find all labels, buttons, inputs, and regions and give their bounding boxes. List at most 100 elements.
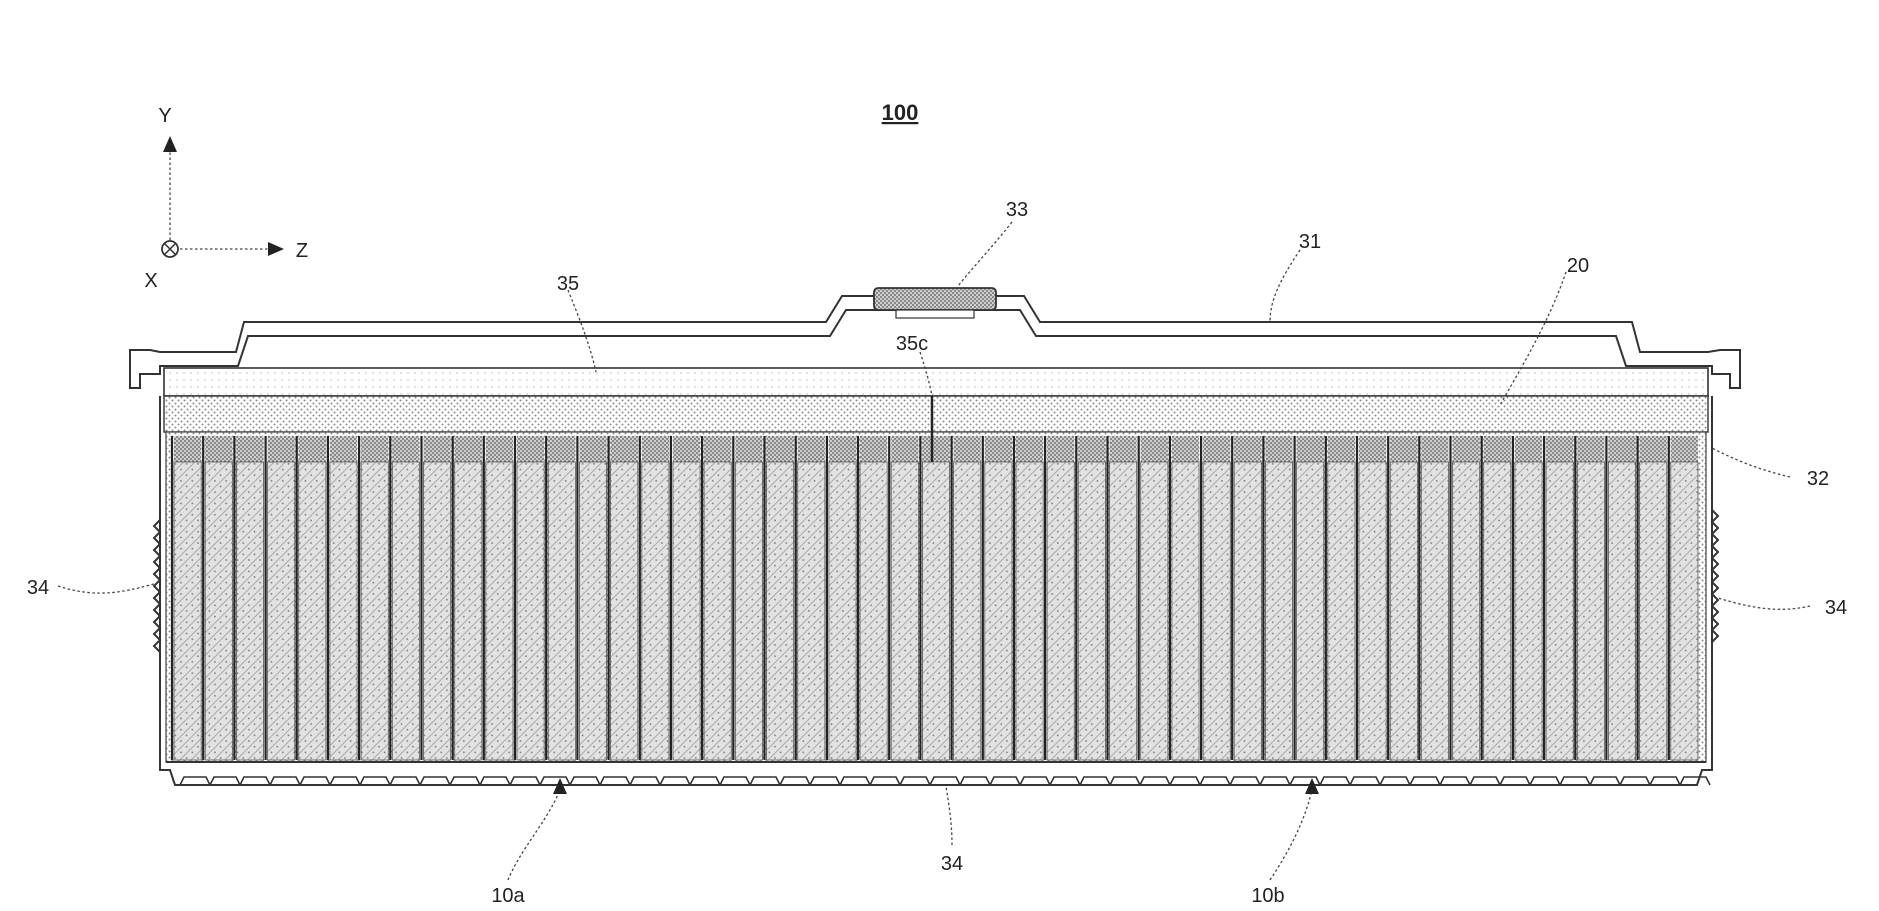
y-axis-label: Y [158, 105, 171, 127]
cell-tab [268, 436, 295, 462]
cell-tab [1047, 436, 1074, 462]
cell-tab [330, 436, 357, 462]
bottom-rib [1410, 777, 1440, 785]
leader-cover [955, 222, 1012, 290]
bottom-rib [420, 777, 450, 785]
bottom-rib [1500, 777, 1530, 785]
cell [1640, 462, 1667, 760]
bottom-rib [1380, 777, 1410, 785]
cell [891, 462, 918, 760]
cell-tab [236, 436, 263, 462]
cell [517, 462, 544, 760]
cell [268, 462, 295, 760]
cell [174, 462, 201, 760]
cell [205, 462, 232, 760]
cell [611, 462, 638, 760]
cell [1110, 462, 1137, 760]
bottom-rib [540, 777, 570, 785]
cell [798, 462, 825, 760]
leader-group-a [508, 790, 560, 880]
label-cell-group-a: 10a [491, 885, 525, 907]
label-lower-case: 32 [1807, 468, 1829, 490]
leader-lower-case [1712, 448, 1790, 477]
cell [361, 462, 388, 760]
bottom-rib [1650, 777, 1680, 785]
cell-tab [954, 436, 981, 462]
bottom-rib [330, 777, 360, 785]
label-rib-bottom: 34 [941, 853, 963, 875]
cell-tab [299, 436, 326, 462]
cell-tab [455, 436, 482, 462]
cell [455, 462, 482, 760]
cell [236, 462, 263, 760]
cell [1234, 462, 1261, 760]
coordinate-axes: Y Z X [144, 105, 308, 292]
bottom-ribs [180, 777, 1710, 785]
cell [1328, 462, 1355, 760]
cell-tab [1640, 436, 1667, 462]
label-top-plate: 35 [557, 273, 579, 295]
cell-tab [922, 436, 949, 462]
leader-rib-right [1718, 598, 1810, 609]
bottom-rib [1230, 777, 1260, 785]
bottom-rib [660, 777, 690, 785]
cell-tab [1203, 436, 1230, 462]
bottom-rib [870, 777, 900, 785]
cell-tab [1671, 436, 1698, 462]
bottom-rib [930, 777, 960, 785]
cell [1297, 462, 1324, 760]
bottom-rib [690, 777, 720, 785]
cell-tab [579, 436, 606, 462]
bottom-rib [780, 777, 810, 785]
cell [735, 462, 762, 760]
cell [1453, 462, 1480, 760]
cell-tab [1608, 436, 1635, 462]
bottom-rib [630, 777, 660, 785]
cell-tab [548, 436, 575, 462]
label-cover: 33 [1006, 199, 1028, 221]
bottom-rib [1620, 777, 1650, 785]
cell-tab [1515, 436, 1542, 462]
label-busbar: 20 [1567, 255, 1589, 277]
z-axis-arrow [268, 242, 284, 256]
figure-title: 100 [882, 100, 919, 125]
cover-clip [896, 310, 974, 318]
bottom-rib [1440, 777, 1470, 785]
cell [1172, 462, 1199, 760]
cell-tab [1265, 436, 1292, 462]
label-rib-left: 34 [27, 577, 49, 599]
cell [1203, 462, 1230, 760]
bottom-rib [960, 777, 990, 785]
cell [1359, 462, 1386, 760]
cover-plate [874, 288, 996, 310]
cell-tab [1484, 436, 1511, 462]
cell [1265, 462, 1292, 760]
cell-tab [1421, 436, 1448, 462]
cell [985, 462, 1012, 760]
bottom-rib [1470, 777, 1500, 785]
bottom-rib [1260, 777, 1290, 785]
leader-upper-case [1270, 250, 1300, 322]
cell-tab [1234, 436, 1261, 462]
bottom-rib [1020, 777, 1050, 785]
cell [1546, 462, 1573, 760]
cell [1078, 462, 1105, 760]
cell-tab [985, 436, 1012, 462]
leader-group-b [1270, 790, 1312, 880]
bottom-rib [360, 777, 390, 785]
cell [1016, 462, 1043, 760]
cell-tab [860, 436, 887, 462]
cell-tab [704, 436, 731, 462]
cell [1577, 462, 1604, 760]
cell-tab [486, 436, 513, 462]
bottom-rib [990, 777, 1020, 785]
cell [424, 462, 451, 760]
leader-top-plate [568, 290, 596, 372]
z-axis-label: Z [296, 240, 308, 262]
cell-tab [673, 436, 700, 462]
cell-tab [1016, 436, 1043, 462]
leader-rib-bottom [946, 786, 952, 845]
bottom-rib [570, 777, 600, 785]
cell [330, 462, 357, 760]
cell-tab [1110, 436, 1137, 462]
